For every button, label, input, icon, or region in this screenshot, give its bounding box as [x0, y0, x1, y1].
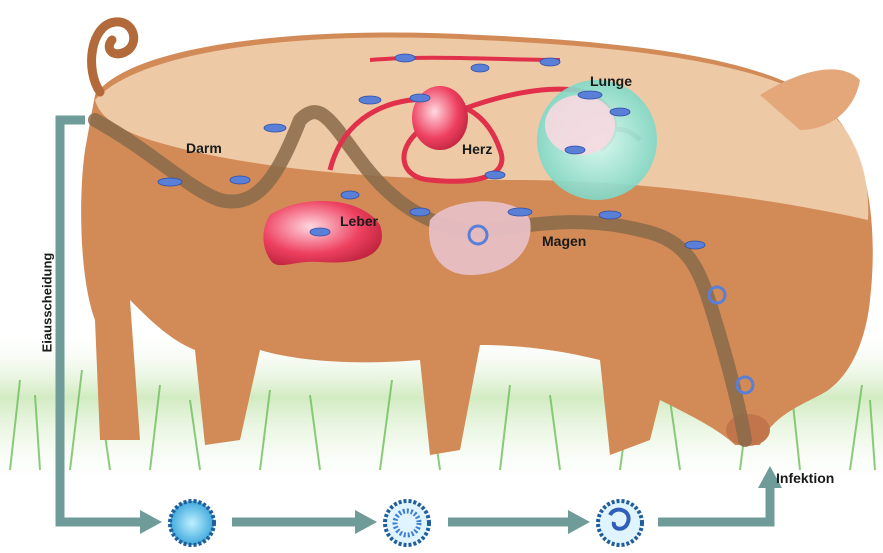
embryonated-egg-icon — [385, 501, 429, 545]
label-herz: Herz — [462, 141, 492, 157]
larva-egg-icon — [598, 501, 642, 545]
egg-icon — [170, 501, 214, 545]
label-infektion: Infektion — [776, 470, 834, 486]
label-leber: Leber — [340, 213, 378, 229]
label-darm: Darm — [186, 140, 222, 156]
label-eiausscheidung: Eiausscheidung — [40, 248, 55, 358]
label-magen: Magen — [542, 233, 586, 249]
label-lunge: Lunge — [590, 73, 632, 89]
